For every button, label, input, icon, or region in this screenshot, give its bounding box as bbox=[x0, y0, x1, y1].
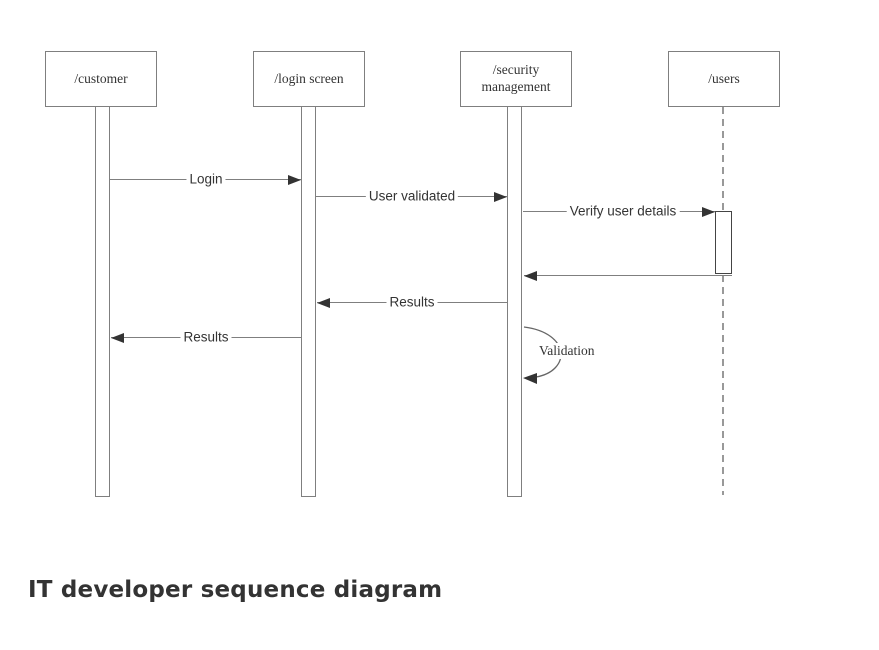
actor-label-login-screen: /login screen bbox=[274, 70, 344, 86]
actor-label-users: /users bbox=[708, 70, 740, 86]
arrowhead-user-validated bbox=[494, 191, 507, 202]
message-line-return-users bbox=[524, 275, 732, 276]
actor-label-security-management: /security management bbox=[481, 62, 551, 94]
arrowhead-results-to-login bbox=[317, 297, 330, 308]
actor-box-users: /users bbox=[668, 51, 780, 107]
lifeline-activation-customer bbox=[95, 106, 110, 497]
actor-box-customer: /customer bbox=[45, 51, 157, 107]
arrowhead-verify-user-details bbox=[702, 206, 715, 217]
lifeline-activation-security-management bbox=[507, 106, 522, 497]
message-label-results-to-customer: Results bbox=[180, 329, 232, 345]
diagram-title: IT developer sequence diagram bbox=[28, 577, 443, 603]
actor-label-customer: /customer bbox=[74, 70, 128, 86]
actor-box-login-screen: /login screen bbox=[253, 51, 365, 107]
message-label-verify-user-details: Verify user details bbox=[566, 203, 680, 219]
actor-box-security-management: /security management bbox=[460, 51, 572, 107]
message-label-validation: Validation bbox=[537, 343, 597, 359]
arrowhead-results-to-customer bbox=[111, 332, 124, 343]
message-label-user-validated: User validated bbox=[365, 188, 459, 204]
arrowhead-return-users bbox=[524, 270, 537, 281]
activation-box-users bbox=[715, 211, 732, 274]
arrowhead-login bbox=[288, 174, 301, 185]
lifeline-dashed-users bbox=[722, 107, 724, 495]
message-label-login: Login bbox=[186, 171, 226, 187]
lifeline-activation-login-screen bbox=[301, 106, 316, 497]
message-label-results-to-login: Results bbox=[386, 294, 438, 310]
